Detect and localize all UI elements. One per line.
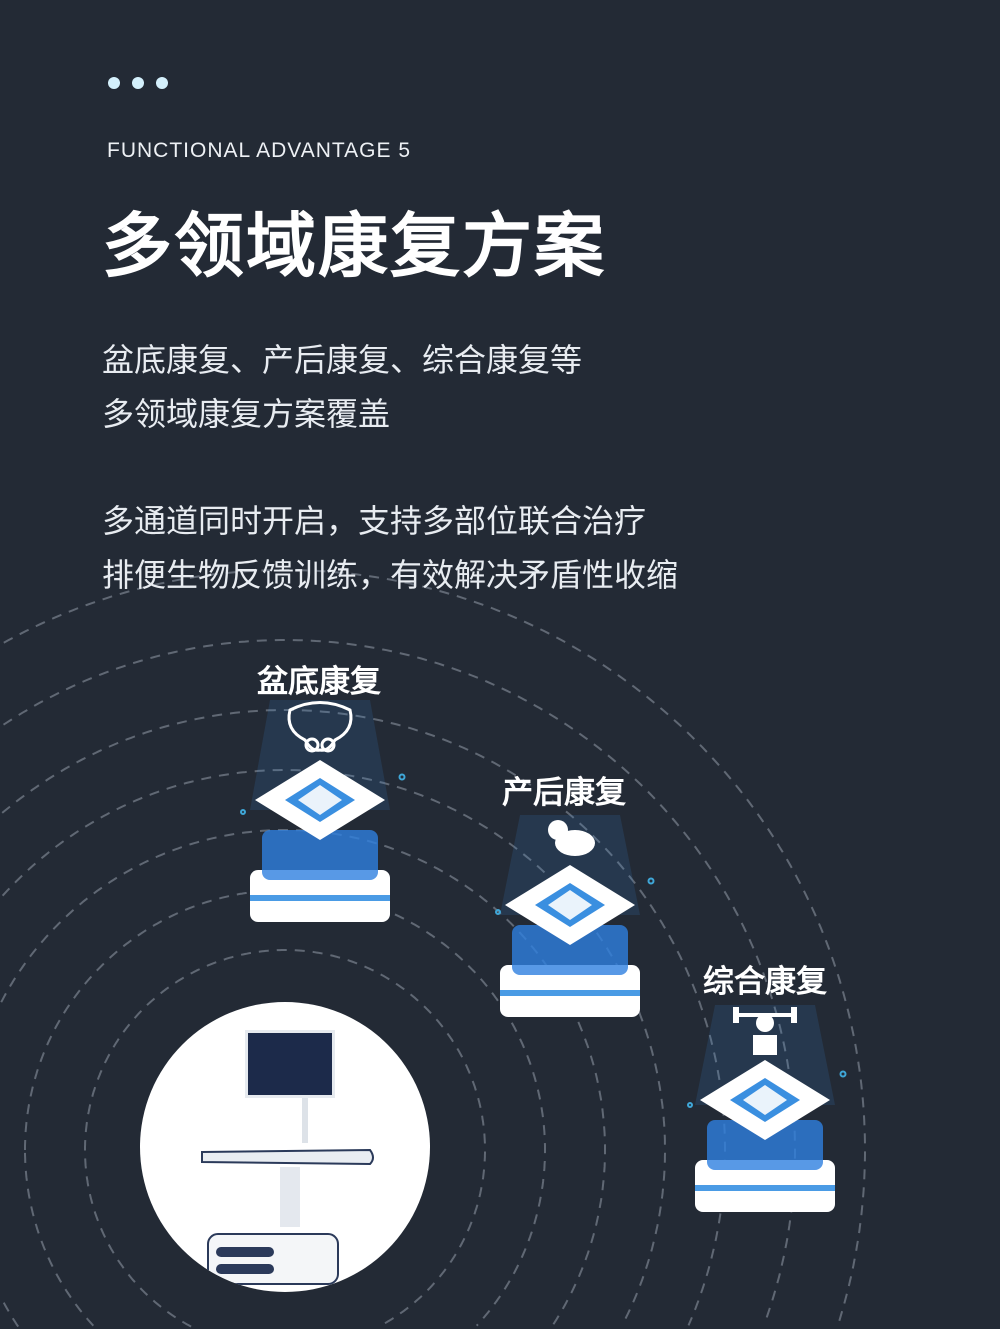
orbit-arc [3, 569, 866, 1325]
sparkle-dot [398, 773, 406, 781]
sparkle-dot [839, 1070, 847, 1078]
postpartum-platform [500, 815, 640, 1017]
orbit-arc [0, 1297, 20, 1328]
module-label-pelvic: 盆底康复 [257, 664, 381, 700]
device-product-image [140, 1002, 430, 1292]
module-label-comprehensive: 综合康复 [703, 964, 827, 1000]
comprehensive-platform [695, 1005, 835, 1212]
decorative-dots [108, 77, 168, 89]
dumbbell-person-icon [733, 1007, 797, 1055]
paragraph-line: 盆底康复、产后康复、综合康复等 [102, 341, 583, 379]
section-eyebrow: FUNCTIONAL ADVANTAGE 5 [107, 139, 411, 162]
module-label-postpartum: 产后康复 [502, 775, 626, 811]
sparkle-dot [240, 809, 246, 815]
orbit-arc [24, 1150, 95, 1327]
paragraph-coverage: 盆底康复、产后康复、综合康复等 多领域康复方案覆盖 [102, 333, 582, 441]
sparkle-dot [687, 1102, 693, 1108]
paragraph-features: 多通道同时开启，支持多部位联合治疗 排便生物反馈训练，有效解决矛盾性收缩 [102, 494, 678, 602]
orbit-arc [1, 769, 666, 1326]
paragraph-line: 排便生物反馈训练，有效解决矛盾性收缩 [102, 556, 679, 594]
sparkle-dot [495, 909, 501, 915]
orbit-arc [84, 1150, 192, 1328]
paragraph-line: 多领域康复方案覆盖 [102, 395, 391, 433]
baby-icon [548, 820, 595, 856]
rehab-device-illustration [201, 1030, 374, 1285]
page-title: 多领域康复方案 [102, 205, 606, 287]
pelvis-icon [287, 701, 353, 753]
sparkle-dot [647, 877, 655, 885]
orbit-arc [0, 829, 606, 1328]
paragraph-line: 多通道同时开启，支持多部位联合治疗 [102, 502, 647, 540]
pelvis-platform [250, 700, 390, 922]
orbit-arc [84, 949, 486, 1328]
